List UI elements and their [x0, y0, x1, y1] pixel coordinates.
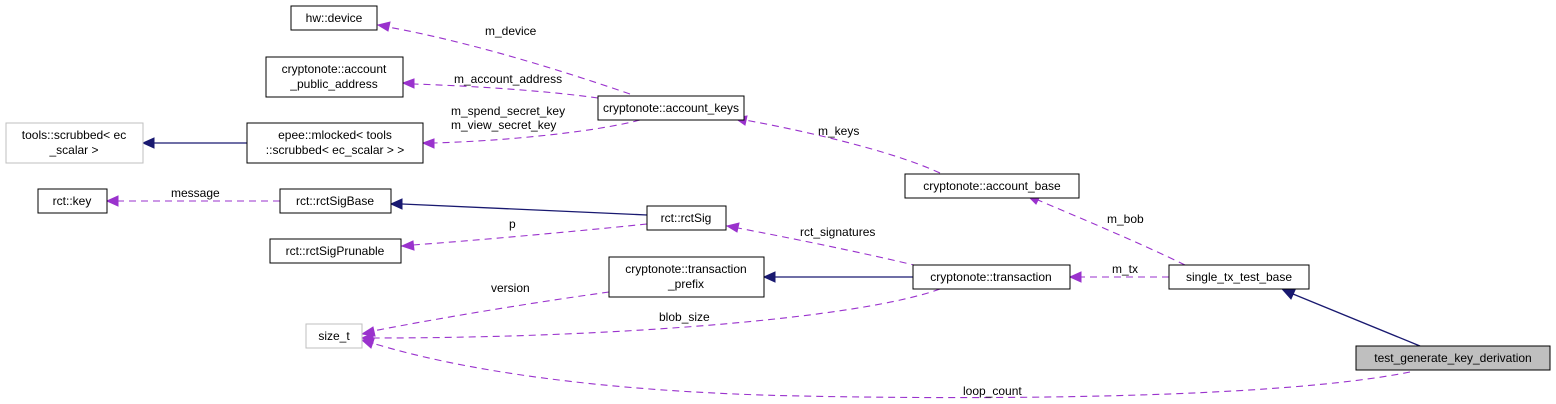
edge-label-m-account-address: m_account_address	[454, 72, 562, 86]
node-rct-sig-base[interactable]: rct::rctSigBase	[279, 188, 392, 214]
svg-text:epee::mlocked< tools: epee::mlocked< tools	[278, 128, 392, 142]
svg-text:test_generate_key_derivation: test_generate_key_derivation	[1374, 351, 1531, 365]
edge-inherit-single-tx	[1292, 293, 1421, 347]
edge-p	[412, 223, 648, 246]
arrowhead	[421, 138, 435, 149]
edge-version	[372, 291, 610, 332]
edge-loop-count	[371, 342, 1411, 399]
node-single-tx-test-base[interactable]: single_tx_test_base	[1168, 264, 1310, 290]
node-hw-device[interactable]: hw::device	[290, 5, 378, 31]
node-account-public-address[interactable]: cryptonote::account _public_address	[265, 56, 404, 98]
node-transaction-prefix[interactable]: cryptonote::transaction _prefix	[608, 256, 765, 298]
node-account-keys[interactable]: cryptonote::account_keys	[597, 95, 745, 121]
node-account-base[interactable]: cryptonote::account_base	[904, 173, 1080, 199]
edge-label-rct-signatures: rct_signatures	[800, 225, 875, 239]
svg-text:rct::rctSigBase: rct::rctSigBase	[296, 194, 374, 208]
arrowhead	[389, 198, 403, 210]
edge-label-message: message	[171, 186, 220, 200]
edge-label-m-spend-secret-key: m_spend_secret_key	[451, 104, 565, 118]
edge-m-device	[387, 26, 631, 95]
svg-text:cryptonote::transaction: cryptonote::transaction	[930, 270, 1051, 284]
node-size-t[interactable]: size_t	[305, 323, 363, 349]
svg-text:_prefix: _prefix	[667, 277, 704, 291]
node-tools-scrubbed[interactable]: tools::scrubbed< ec _scalar >	[5, 122, 144, 164]
node-rct-key[interactable]: rct::key	[37, 188, 108, 214]
svg-text:_scalar >: _scalar >	[48, 143, 98, 157]
edge-m-secret-keys	[433, 119, 641, 144]
edge-label-loop-count: loop_count	[963, 384, 1022, 398]
svg-text:hw::device: hw::device	[306, 11, 363, 25]
svg-text:size_t: size_t	[318, 329, 350, 343]
arrowhead	[725, 222, 740, 233]
node-test-generate-key-derivation[interactable]: test_generate_key_derivation	[1355, 345, 1551, 371]
arrowhead	[400, 240, 415, 251]
arrowhead	[376, 21, 391, 32]
edge-label-m-bob: m_bob	[1107, 212, 1144, 226]
svg-text:rct::key: rct::key	[53, 194, 92, 208]
svg-text:single_tx_test_base: single_tx_test_base	[1186, 270, 1292, 284]
arrowhead	[762, 271, 776, 283]
svg-text:cryptonote::account: cryptonote::account	[282, 62, 387, 76]
edge-label-m-device: m_device	[485, 24, 537, 38]
arrowhead	[1281, 289, 1296, 300]
arrowhead	[401, 78, 415, 89]
svg-text:_public_address: _public_address	[289, 77, 377, 91]
svg-text:cryptonote::transaction: cryptonote::transaction	[625, 262, 746, 276]
arrowhead	[1068, 271, 1082, 283]
svg-text:rct::rctSigPrunable: rct::rctSigPrunable	[286, 244, 385, 258]
node-epee-mlocked[interactable]: epee::mlocked< tools ::scrubbed< ec_scal…	[246, 122, 424, 164]
arrowhead	[360, 338, 375, 349]
edge-label-blob-size: blob_size	[659, 310, 710, 324]
svg-text:cryptonote::account_base: cryptonote::account_base	[923, 179, 1061, 193]
edge-label-m-tx: m_tx	[1112, 262, 1138, 276]
edge-label-p: p	[509, 217, 516, 231]
svg-text:rct::rctSig: rct::rctSig	[661, 211, 712, 225]
arrowhead	[105, 195, 119, 207]
node-rct-sig[interactable]: rct::rctSig	[646, 205, 727, 231]
svg-text:cryptonote::account_keys: cryptonote::account_keys	[603, 101, 739, 115]
edge-m-bob	[1037, 199, 1186, 266]
svg-text:::scrubbed< ec_scalar > >: ::scrubbed< ec_scalar > >	[266, 143, 404, 157]
edge-m-keys	[744, 119, 941, 174]
arrowhead	[141, 137, 155, 149]
edge-label-version: version	[491, 281, 530, 295]
node-transaction[interactable]: cryptonote::transaction	[912, 264, 1071, 290]
edge-blob-size	[372, 288, 941, 339]
node-rct-sig-prunable[interactable]: rct::rctSigPrunable	[269, 238, 402, 264]
edge-m-account-address	[413, 83, 599, 99]
svg-text:tools::scrubbed< ec: tools::scrubbed< ec	[22, 128, 126, 142]
edge-label-m-view-secret-key: m_view_secret_key	[451, 118, 556, 132]
edge-inherit-rctsigbase	[401, 203, 648, 216]
edge-label-m-keys: m_keys	[818, 124, 859, 138]
